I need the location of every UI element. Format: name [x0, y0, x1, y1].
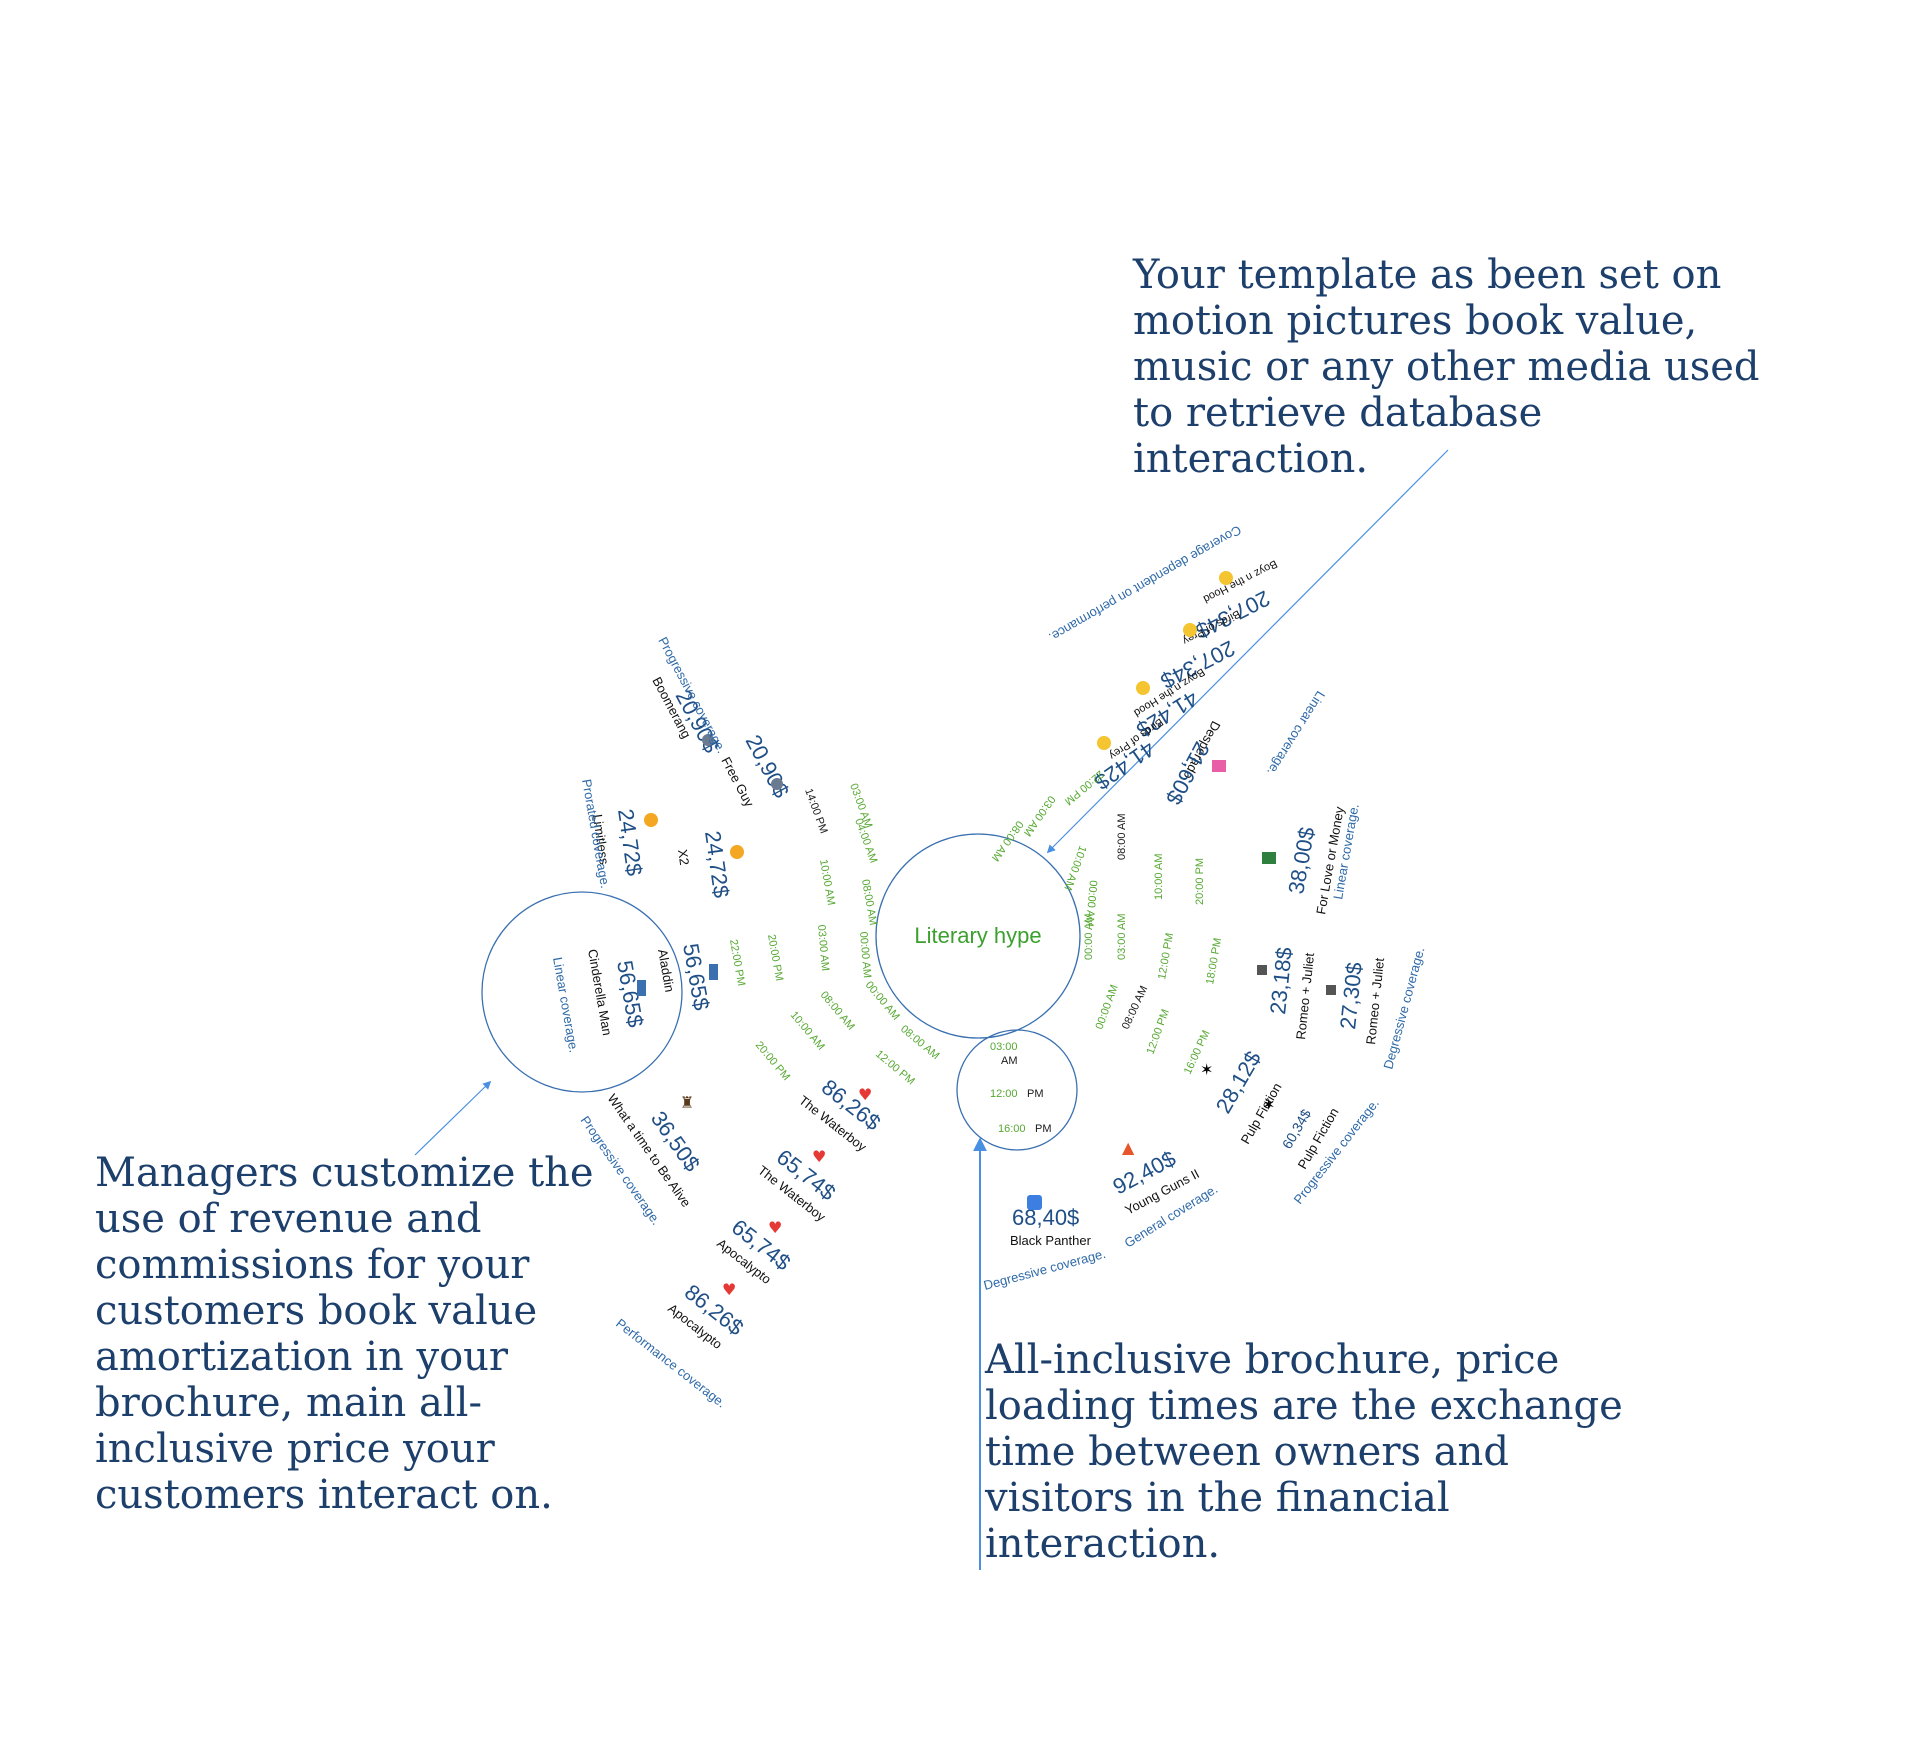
- item-title: Black Panther: [1010, 1233, 1092, 1248]
- caption-left: Managers customize the use of revenue an…: [95, 1150, 594, 1518]
- fan-left: Linear coverage. Cinderella Man 56,65$ A…: [550, 634, 794, 1054]
- heart-icon: ♥: [722, 1280, 736, 1299]
- money-icon: [1262, 852, 1276, 864]
- mushroom-icon: [702, 734, 714, 746]
- fan-bottom-right: Pulp Fiction 28,12$ ✶ Pulp Fiction 60,34…: [982, 1047, 1382, 1293]
- time-label: 20:00 PM: [1194, 858, 1206, 905]
- time-label: 20:00 PM: [753, 1039, 792, 1083]
- time-label: 08:00 AM: [1120, 984, 1151, 1031]
- coverage-label: Linear coverage.: [1264, 688, 1328, 778]
- time-label: 03:00 AM: [815, 924, 831, 971]
- time-label: 03:00 AM: [1021, 793, 1057, 838]
- time-label: 03:00 AM: [1116, 914, 1128, 960]
- item-price: 23,18$: [1265, 946, 1297, 1016]
- mushroom-icon: [771, 778, 783, 790]
- item-price: 21,60$: [1161, 738, 1215, 809]
- clock-time-a: 03:00: [990, 1041, 1018, 1053]
- time-label: 04:00 AM: [852, 817, 879, 865]
- clock-time-f: PM: [1035, 1123, 1052, 1135]
- coverage-label: Degressive coverage.: [1380, 945, 1427, 1070]
- smiley-icon: [730, 845, 744, 859]
- time-label: 12:00 PM: [873, 1048, 917, 1087]
- item-price: 27,30$: [1335, 961, 1367, 1031]
- time-label: 14:00 PM: [802, 787, 829, 835]
- caption-bottom: All-inclusive brochure, price loading ti…: [985, 1337, 1623, 1567]
- time-label: 08:00 AM: [1116, 814, 1128, 860]
- time-label: 20:00 PM: [765, 933, 785, 981]
- time-label: 00:00 AM: [1083, 880, 1099, 927]
- coverage-label: Degressive coverage.: [982, 1246, 1107, 1293]
- hub-circle[interactable]: [875, 833, 1081, 1039]
- time-label: 00:00 AM: [1094, 983, 1121, 1031]
- time-label: 10:00 AM: [1153, 854, 1165, 900]
- time-label: 00:00 AM: [863, 979, 902, 1022]
- checkered-flag-icon: [1326, 985, 1336, 995]
- clock-time-d: PM: [1027, 1088, 1044, 1100]
- time-label: 08:00 AM: [989, 818, 1025, 863]
- coverage-label: Progressive coverage.: [578, 1113, 664, 1228]
- checkered-flag-icon: [1257, 965, 1267, 975]
- yellow-circle-icon: [1183, 623, 1197, 637]
- heart-icon: ♥: [768, 1218, 782, 1237]
- hat-icon: ♜: [680, 1093, 694, 1112]
- heart-icon: ♥: [812, 1147, 826, 1166]
- time-label: 08:00 AM: [818, 989, 857, 1032]
- item-price: 24,72$: [700, 829, 734, 899]
- item-title: Romeo + Juliet: [1293, 952, 1317, 1041]
- item-title: Aladdin: [655, 948, 677, 993]
- left-circle[interactable]: [481, 891, 683, 1093]
- item-title: Limitless: [590, 813, 612, 866]
- caption-top: Your template as been set on motion pict…: [1133, 252, 1760, 482]
- time-label: 12:00 PM: [1156, 932, 1176, 980]
- fan-bottom-left: The Waterboy 86,26$ ♥ The Waterboy 65,74…: [578, 1074, 886, 1410]
- yellow-circle-icon: [1097, 736, 1111, 750]
- clock-time-c: 12:00: [990, 1088, 1018, 1100]
- item-title: Romeo + Juliet: [1363, 957, 1387, 1046]
- dancer-icon: ✶: [1200, 1060, 1213, 1079]
- time-label: 10:00 AM: [1061, 844, 1088, 892]
- fire-icon: ▲: [1122, 1138, 1135, 1157]
- time-label: 12:00 PM: [1145, 1008, 1172, 1056]
- small-clock-circle[interactable]: [956, 1029, 1078, 1151]
- time-label: 08:00 AM: [859, 878, 879, 926]
- clock-time-e: 16:00: [998, 1123, 1026, 1135]
- yellow-circle-icon: [1219, 571, 1233, 585]
- time-label: 22:00 PM: [727, 938, 747, 986]
- arrow-top: [1046, 449, 1449, 854]
- arrow-left: [414, 1080, 492, 1156]
- item-price: 56,65$: [678, 942, 714, 1013]
- gift-icon: [1212, 760, 1226, 772]
- item-price: 68,40$: [1012, 1205, 1079, 1230]
- clock-time-b: AM: [1001, 1055, 1018, 1067]
- item-price: 24,72$: [613, 807, 647, 877]
- heart-icon: ♥: [858, 1085, 872, 1104]
- app-icon: [1027, 1195, 1042, 1210]
- time-label: 18:00 PM: [1204, 937, 1224, 985]
- yellow-circle-icon: [1136, 681, 1150, 695]
- spool-icon: [637, 980, 646, 996]
- time-label: 10:00 AM: [817, 858, 837, 906]
- hub-label: Literary hype: [914, 923, 1041, 948]
- dancer-icon: ✶: [1262, 1095, 1275, 1114]
- item-title: X2: [675, 848, 692, 866]
- time-label: 00:00 AM: [1083, 914, 1095, 960]
- time-label: 00:00 AM: [857, 931, 873, 978]
- smiley-icon: [644, 813, 658, 827]
- time-label: 10:00 AM: [788, 1009, 827, 1052]
- item-title: Cinderella Man: [585, 948, 615, 1037]
- item-price: 38,00$: [1283, 825, 1319, 896]
- fan-top-right: Coverage dependent on performance. Boyz …: [1046, 522, 1279, 807]
- spool-icon: [709, 964, 718, 980]
- coverage-label: Linear coverage.: [550, 956, 582, 1054]
